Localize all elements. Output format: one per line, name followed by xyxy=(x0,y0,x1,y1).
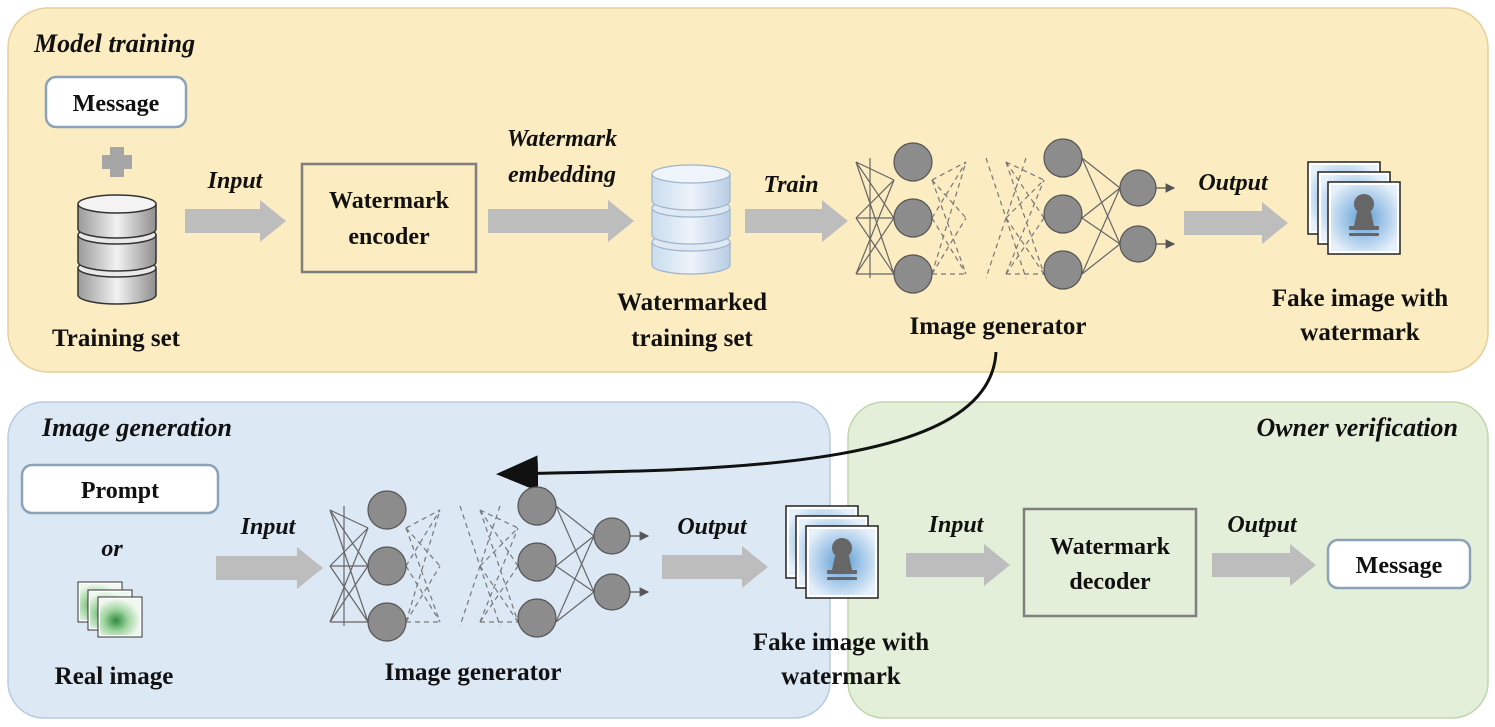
watermarked-database-icon xyxy=(651,164,731,275)
output-arrow xyxy=(1184,202,1288,244)
generator-transfer-arrow xyxy=(496,351,998,492)
watermark-encoder-box xyxy=(300,162,478,274)
real-image-label: Real image xyxy=(55,663,174,690)
embedding-label-line1: Watermark xyxy=(507,126,617,152)
fake-image-stack-icon xyxy=(785,505,879,599)
input-arrow xyxy=(185,200,286,242)
input-label: Input xyxy=(207,168,264,194)
generation-output-label: Output xyxy=(677,514,748,540)
message-label: Message xyxy=(73,91,160,117)
message-box xyxy=(44,75,188,129)
owner-verification-title: Owner verification xyxy=(1257,413,1459,442)
decoder-label-line2: decoder xyxy=(1069,569,1151,595)
output-label: Output xyxy=(1198,170,1269,196)
embedding-arrow xyxy=(488,200,634,242)
train-arrow xyxy=(745,200,848,242)
generation-input-label: Input xyxy=(240,514,297,540)
generation-input-arrow xyxy=(216,547,323,589)
train-label: Train xyxy=(763,172,818,198)
encoder-label-line2: encoder xyxy=(348,224,430,250)
generation-output-arrow xyxy=(662,546,768,588)
watermark-decoder-box xyxy=(1022,507,1198,618)
embedding-label-line2: embedding xyxy=(508,162,616,188)
image-generation-title: Image generation xyxy=(41,413,232,442)
decoded-message-label: Message xyxy=(1356,553,1443,579)
watermarked-set-label-line2: training set xyxy=(631,325,753,352)
verification-output-label: Output xyxy=(1227,512,1298,538)
fake-image-label-line1: Fake image with xyxy=(1272,285,1448,312)
image-generator-label: Image generator xyxy=(909,313,1086,340)
or-label: or xyxy=(101,536,123,562)
generation-fake-label-line1: Fake image with xyxy=(753,629,929,656)
decoder-label-line1: Watermark xyxy=(1050,534,1171,560)
watermarked-set-label-line1: Watermarked xyxy=(617,289,767,316)
model-training-panel xyxy=(7,7,1489,373)
prompt-box xyxy=(20,463,220,515)
decoded-message-box xyxy=(1326,538,1472,590)
training-set-label: Training set xyxy=(52,325,181,352)
generation-fake-label-line2: watermark xyxy=(781,663,900,690)
generation-generator-label: Image generator xyxy=(384,659,561,686)
database-icon xyxy=(77,194,157,305)
fake-image-stack-icon xyxy=(1307,161,1401,255)
verification-input-label: Input xyxy=(928,512,985,538)
fake-image-label-line2: watermark xyxy=(1300,319,1419,346)
prompt-label: Prompt xyxy=(81,478,159,504)
encoder-label-line1: Watermark xyxy=(329,188,450,214)
model-training-title: Model training xyxy=(33,29,195,58)
verification-input-arrow xyxy=(906,544,1010,586)
real-image-stack-icon xyxy=(77,581,143,638)
plus-icon xyxy=(102,147,132,177)
verification-output-arrow xyxy=(1212,544,1316,586)
